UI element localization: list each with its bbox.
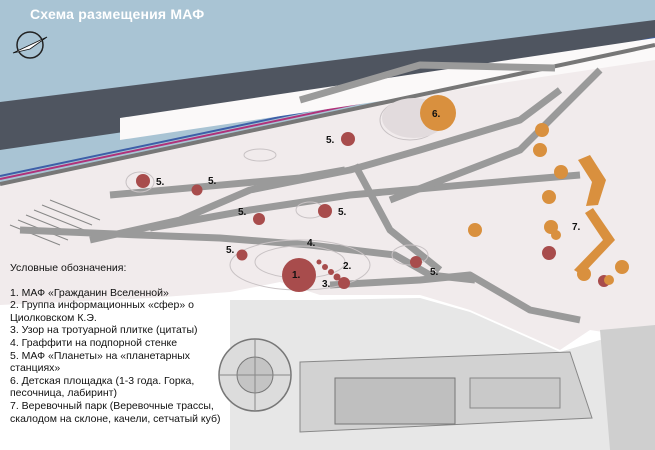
label-5-a: 5. — [326, 135, 335, 146]
label-7: 7. — [572, 222, 581, 233]
planet-marker — [191, 184, 203, 196]
stadium-field — [334, 377, 456, 425]
north-arrow-icon — [12, 31, 48, 59]
planet-marker — [136, 174, 150, 188]
label-1: 1. — [292, 270, 301, 281]
label-5-b: 5. — [156, 177, 165, 188]
rope-course-structure — [578, 155, 606, 206]
label-3: 3. — [322, 279, 331, 290]
legend: Условные обозначения: 1. МАФ «Гражданин … — [10, 262, 235, 425]
legend-heading: Условные обозначения: — [10, 262, 127, 274]
legend-item-3: 3. Узор на тротуарной плитке (цитаты) — [10, 324, 198, 337]
planet-marker — [253, 213, 265, 225]
legend-item-1: 1. МАФ «Гражданин Вселенной» — [10, 286, 169, 299]
label-5-d: 5. — [238, 207, 247, 218]
planet-marker — [318, 204, 332, 218]
legend-item-5: 5. МАФ «Планеты» на «планетарных станция… — [10, 349, 191, 375]
legend-item-6: 6. Детская площадка (1-3 года. Горка, пе… — [10, 374, 195, 400]
label-5-e: 5. — [338, 207, 347, 218]
label-2: 2. — [343, 261, 352, 272]
planet-marker — [410, 256, 422, 268]
planet-marker — [236, 249, 248, 261]
label-4: 4. — [307, 238, 316, 249]
label-5-g: 5. — [430, 267, 439, 278]
stadium-stand — [469, 377, 561, 409]
rope-park-markers — [468, 123, 629, 285]
legend-item-7: 7. Веревочный парк (Веревочные трассы, с… — [10, 399, 221, 425]
info-spheres — [316, 259, 350, 289]
right-slope — [600, 325, 655, 450]
marker-playground — [420, 95, 456, 131]
rope-course-structure — [574, 208, 615, 275]
label-5-c: 5. — [208, 176, 217, 187]
label-5-f: 5. — [226, 245, 235, 256]
marker-citizen-of-universe — [282, 258, 316, 292]
path-network — [19, 61, 603, 324]
planet-marker — [542, 246, 556, 260]
label-6: 6. — [432, 109, 441, 120]
promenade-band — [120, 38, 655, 140]
legend-item-4: 4. Граффити на подпорной стенке — [10, 336, 178, 349]
planet-marker — [341, 132, 355, 146]
legend-item-2: 2. Группа информационных «сфер» о Циолко… — [10, 299, 194, 324]
planet-markers — [136, 132, 610, 287]
page-title: Схема размещения МАФ — [30, 6, 205, 22]
